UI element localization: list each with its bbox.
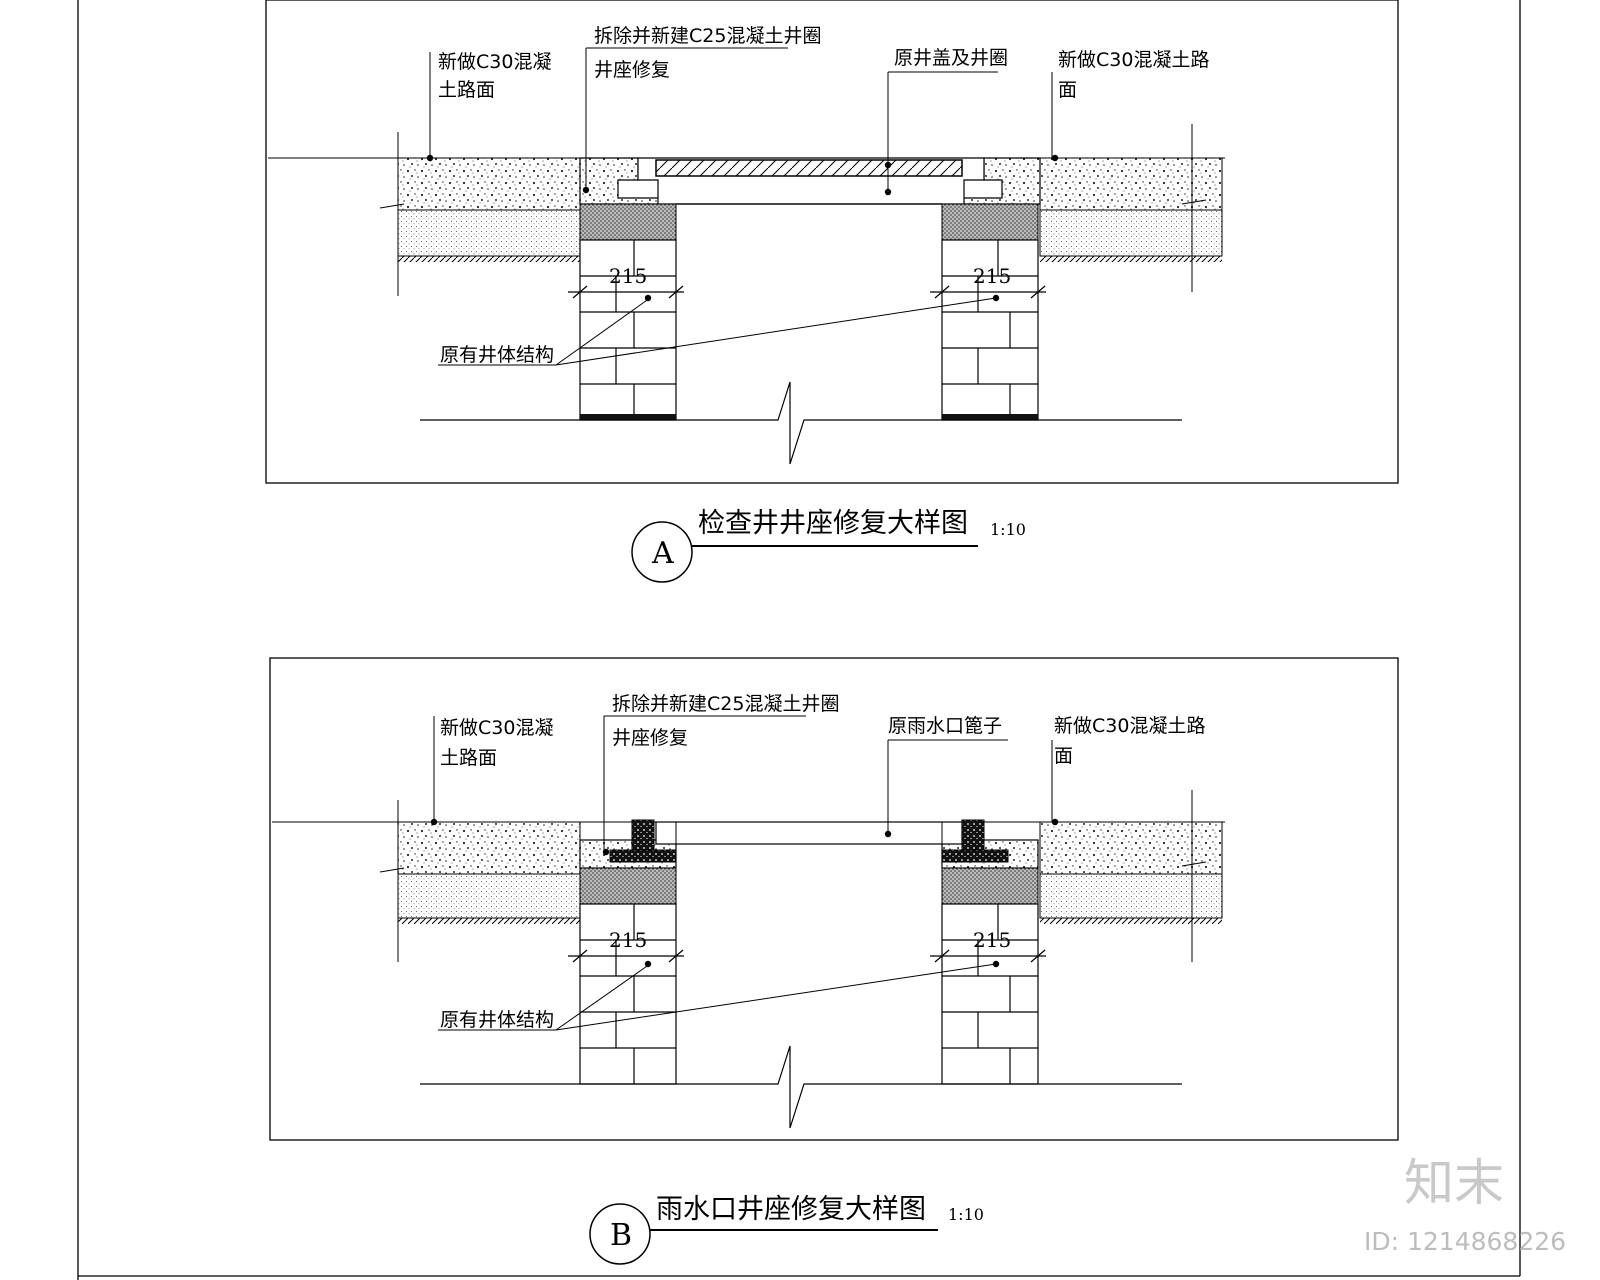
- label-rebuild-b-1: 拆除并新建C25混凝土井圈: [612, 693, 839, 715]
- detail-a-marker: [631, 521, 693, 583]
- dimension-right-text: 215: [973, 264, 1011, 288]
- right-pad-low-b: [941, 849, 1009, 863]
- detail-b-scale: 1:10: [948, 1205, 984, 1224]
- left-ground-b: [398, 918, 580, 924]
- left-ground: [398, 256, 580, 262]
- label-structure-b: 原有井体结构: [440, 1009, 554, 1031]
- left-seat-block-b: [579, 867, 677, 905]
- label-new-road-right-1: 新做C30混凝土路: [1058, 49, 1209, 71]
- label-grate-b: 原雨水口篦子: [888, 715, 1002, 737]
- detail-a-frame: [265, 0, 1399, 484]
- left-base-layer: [397, 209, 581, 257]
- break-line: [420, 381, 1182, 465]
- dimension-left-text-b: 215: [609, 928, 647, 952]
- right-base-layer-b: [1039, 873, 1223, 919]
- right-concrete-layer-b: [1039, 821, 1223, 875]
- leader-dots-a: [426, 154, 1059, 302]
- label-rebuild-1: 拆除并新建C25混凝土井圈: [594, 25, 821, 47]
- right-brick-wall: [941, 239, 1039, 421]
- break-line-b: [420, 1045, 1182, 1129]
- detail-b-letter: B: [610, 1218, 632, 1253]
- detail-a: 215 215 新做C30混凝 土路面 拆除并新建C25混凝土井圈 井座: [265, 0, 1399, 583]
- label-new-road-left-1: 新做C30混凝: [438, 51, 551, 73]
- leaders-a: [429, 47, 1053, 366]
- leaders-b: [433, 715, 1053, 1031]
- well-cover: [655, 159, 963, 177]
- label-new-road-right-b-2: 面: [1054, 745, 1073, 767]
- dimension-left: [568, 285, 684, 299]
- left-brick-wall: [579, 239, 677, 421]
- label-new-road-right-2: 面: [1058, 79, 1077, 101]
- dimension-right: [930, 285, 1046, 299]
- label-new-road-left-2: 土路面: [438, 79, 495, 101]
- detail-a-title: 检查井井座修复大样图: [698, 508, 968, 539]
- right-brick-wall-b: [941, 903, 1039, 1085]
- detail-b-marker: [589, 1203, 651, 1265]
- label-new-road-left-b-2: 土路面: [440, 747, 497, 769]
- left-pad-b: [631, 819, 655, 851]
- right-ground-b: [1040, 918, 1222, 924]
- dimension-left-text: 215: [609, 264, 647, 288]
- label-new-road-right-b-1: 新做C30混凝土路: [1054, 715, 1205, 737]
- left-concrete-layer-b: [397, 821, 581, 875]
- grate-frame-b: [655, 821, 963, 845]
- left-brick-wall-b: [579, 903, 677, 1085]
- label-cover: 原井盖及井圈: [894, 47, 1008, 69]
- right-seat-block: [941, 203, 1039, 241]
- dimension-left-b: [568, 949, 684, 963]
- watermark-id: ID: 1214868226: [1364, 1227, 1566, 1256]
- label-rebuild-2: 井座修复: [594, 59, 670, 81]
- left-pad-low-b: [609, 849, 677, 863]
- detail-b-title: 雨水口井座修复大样图: [656, 1194, 926, 1225]
- right-seat-block-b: [941, 867, 1039, 905]
- leader-dots-b: [430, 818, 1059, 968]
- right-base-layer: [1039, 209, 1223, 257]
- right-pad-b: [961, 819, 985, 851]
- label-rebuild-b-2: 井座修复: [612, 727, 688, 749]
- left-base-layer-b: [397, 873, 581, 919]
- dimension-right-text-b: 215: [973, 928, 1011, 952]
- right-ground: [1040, 256, 1222, 262]
- detail-a-scale: 1:10: [990, 520, 1026, 539]
- watermark-logo: 知末: [1404, 1154, 1504, 1212]
- label-structure: 原有井体结构: [440, 344, 554, 366]
- label-new-road-left-b-1: 新做C30混凝: [440, 717, 553, 739]
- detail-b-frame: [269, 657, 1399, 1141]
- detail-b: 215 215 新做C30混凝 土路面 拆除并新建C25混凝土井圈 井座修复: [269, 657, 1399, 1265]
- sheet-border: [77, 0, 1521, 1280]
- left-concrete-layer: [397, 157, 581, 211]
- dimension-right-b: [930, 949, 1046, 963]
- detail-a-letter: A: [651, 536, 674, 571]
- left-seat-block: [579, 203, 677, 241]
